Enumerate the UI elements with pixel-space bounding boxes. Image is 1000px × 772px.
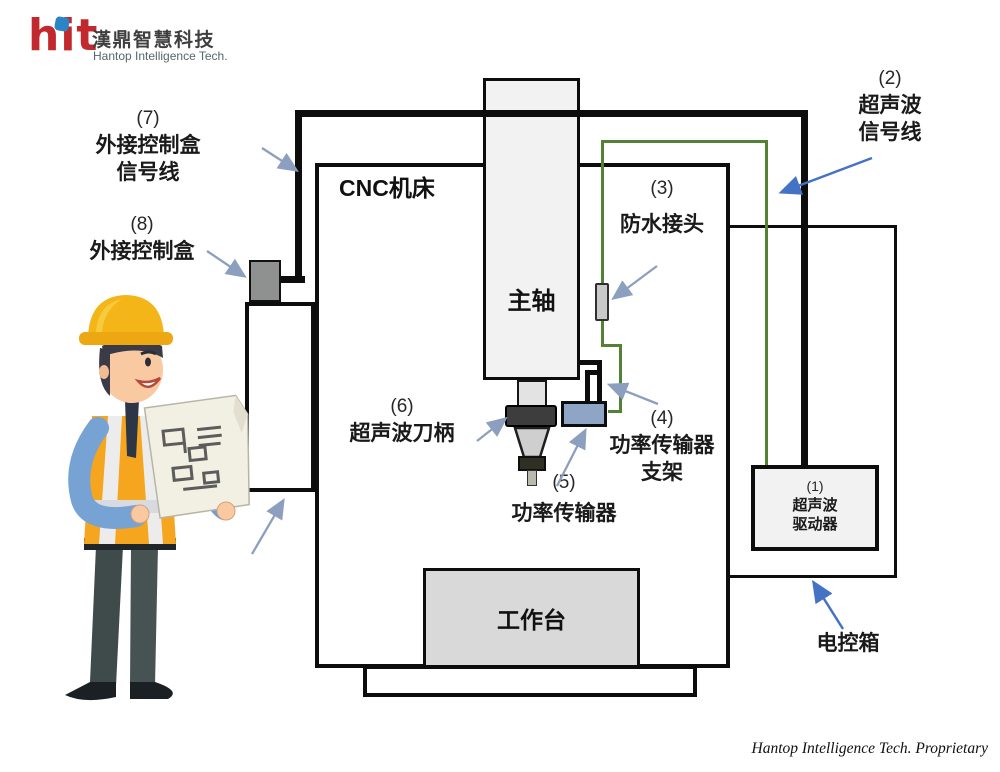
- worker-eye: [145, 357, 151, 367]
- worktable: 工作台: [423, 568, 640, 668]
- control-cable-horizontal: [295, 110, 808, 117]
- callout-2-number: (2): [878, 68, 902, 89]
- worker-left-leg: [90, 546, 123, 686]
- company-name-cn: 漢鼎智慧科技: [92, 30, 216, 51]
- control-panel: [245, 302, 315, 492]
- worker-hardhat-highlight: [96, 299, 122, 332]
- callout-7-line2: 信号线: [116, 161, 180, 184]
- cnc-machine-label: CNC机床: [339, 175, 435, 201]
- logo-i-dot: [53, 15, 71, 33]
- tool-collet: [518, 456, 546, 471]
- worker-right-hand: [216, 501, 236, 521]
- callout-5-line1: 功率传输器: [511, 502, 617, 525]
- ultrasonic-line-to-transmitter: [608, 410, 622, 413]
- callout-7: (7) 外接控制盒 信号线: [56, 106, 240, 186]
- spindle: [483, 78, 580, 380]
- electrical-cabinet-label: 电控箱: [798, 630, 898, 657]
- bracket-inner-vertical: [585, 370, 590, 403]
- driver-label-line2: 驱动器: [792, 516, 838, 533]
- callout-7-line1: 外接控制盒: [95, 134, 201, 157]
- toolholder-cone: [513, 427, 551, 458]
- ultrasonic-line-jog-v: [619, 344, 622, 413]
- arrow-electrical-cabinet: [812, 579, 845, 630]
- ultrasonic-line-top: [603, 140, 768, 143]
- driver-label-line1: 超声波: [792, 497, 838, 514]
- callout-7-number: (7): [136, 108, 160, 129]
- toolholder-shank: [517, 380, 547, 407]
- arrow-callout-7: [261, 147, 299, 172]
- worker-tie: [125, 400, 139, 458]
- external-control-box: [249, 260, 281, 302]
- control-cable-to-box: [278, 276, 305, 283]
- callout-4-number: (4): [650, 408, 674, 429]
- worker-ear: [99, 365, 109, 379]
- callout-8: (8) 外接控制盒: [50, 212, 234, 265]
- callout-6-line1: 超声波刀柄: [349, 422, 455, 445]
- worker-blueprint: [143, 394, 250, 519]
- bracket-top: [580, 360, 602, 365]
- callout-6: (6) 超声波刀柄: [334, 394, 470, 447]
- control-cable-left-vertical: [295, 110, 302, 283]
- callout-3: (3) 防水接头: [594, 176, 730, 238]
- driver-number: (1): [806, 478, 824, 494]
- worker-illustration: [65, 295, 250, 701]
- worker-smile: [134, 376, 162, 388]
- callout-3-line1: 防水接头: [620, 213, 704, 236]
- arrow-callout-2: [778, 156, 873, 195]
- company-name-en: Hantop Intelligence Tech.: [93, 49, 228, 63]
- control-cable-right-vertical: [801, 110, 808, 467]
- spindle-label: 主轴: [507, 288, 556, 315]
- ultrasonic-line-jog-h: [601, 344, 622, 347]
- callout-8-line1: 外接控制盒: [89, 240, 195, 263]
- machine-base: [363, 665, 697, 697]
- ultrasonic-line-right-vertical: [765, 140, 768, 467]
- bracket-outer-vertical: [597, 360, 602, 403]
- callout-2-line1: 超声波: [858, 94, 922, 117]
- callout-6-number: (6): [390, 396, 414, 417]
- worker-hardhat-brim: [79, 332, 173, 345]
- worker-left-hand: [130, 504, 150, 524]
- ultrasonic-line-left-vertical: [601, 140, 604, 347]
- worker-left-shoe: [65, 682, 116, 701]
- callout-4-line1: 功率传输器: [609, 434, 715, 457]
- callout-3-number: (3): [650, 178, 674, 199]
- cutting-tool: [527, 470, 537, 486]
- proprietary-footer: Hantop Intelligence Tech. Proprietary: [751, 740, 988, 757]
- power-transmitter: [561, 401, 607, 427]
- ultrasonic-driver-box: (1) 超声波 驱动器: [751, 465, 879, 551]
- ultrasonic-toolholder-ring: [505, 405, 557, 427]
- callout-2-line2: 信号线: [858, 121, 922, 144]
- callout-2: (2) 超声波 信号线: [836, 66, 944, 146]
- callout-4: (4) 功率传输器 支架: [594, 406, 730, 486]
- worker-right-leg: [130, 546, 158, 686]
- callout-8-number: (8): [130, 214, 154, 235]
- worker-left-arm: [68, 417, 147, 529]
- waterproof-connector: [595, 283, 609, 321]
- worktable-label: 工作台: [497, 607, 566, 633]
- worker-eyebrow: [140, 350, 157, 356]
- worker-hardhat-dome: [88, 295, 164, 336]
- bracket-inner-top: [585, 370, 597, 375]
- electrical-cabinet-text: 电控箱: [816, 632, 880, 655]
- worker-right-shoe: [130, 682, 173, 699]
- callout-4-line2: 支架: [641, 461, 683, 484]
